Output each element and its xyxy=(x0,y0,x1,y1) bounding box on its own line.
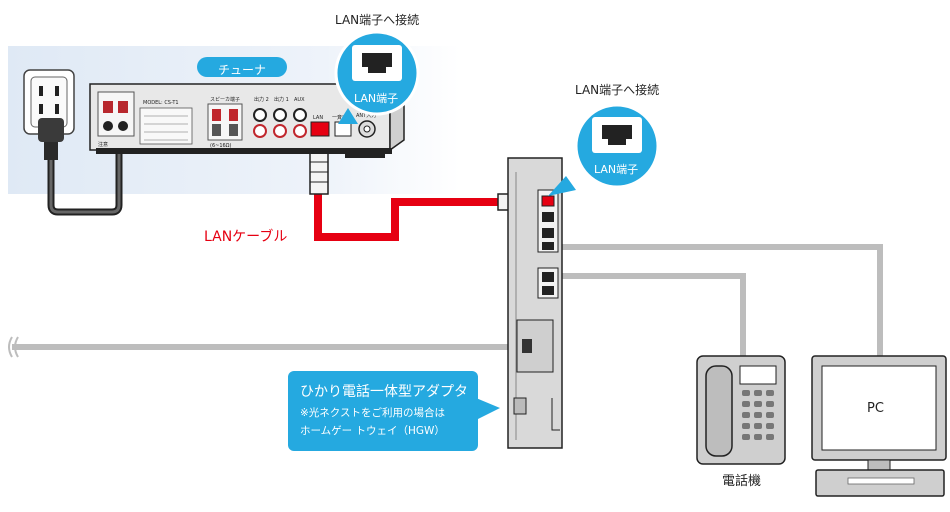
speaker-terminal-label: スピーカ端子 xyxy=(210,96,240,103)
adapter-note-1: ※光ネクストをご利用の場合は xyxy=(300,407,445,419)
model-label: MODEL: CS-T1 xyxy=(143,100,179,106)
lan-port-label-tuner: LAN端子 xyxy=(354,92,399,105)
power-outlet-icon xyxy=(23,69,75,135)
ant-label: ANT入力 xyxy=(356,112,376,119)
aux-label: AUX xyxy=(294,97,305,103)
phone-label: 電話機 xyxy=(722,474,762,489)
adapter-title: ひかり電話一体型アダプタ xyxy=(300,384,468,400)
tuner-label: チューナ xyxy=(217,63,266,77)
tuner-device xyxy=(89,82,405,158)
lan-connect-label-right: LAN端子へ接続 xyxy=(575,83,660,97)
out1-label: 出力 1 xyxy=(274,96,289,103)
hikari-adapter-device xyxy=(507,157,563,449)
pc-monitor-icon xyxy=(811,355,947,497)
pc-label: PC xyxy=(867,401,884,416)
tuner-tag: チューナ xyxy=(197,57,287,77)
lan-port-label-adapter: LAN端子 xyxy=(594,163,639,176)
phone-pc-lines xyxy=(12,244,883,356)
lan-connector-tuner xyxy=(309,149,329,195)
caution-label: 注意 xyxy=(98,141,108,148)
lan-port-icon xyxy=(362,53,392,73)
lan-cable-label: LANケーブル xyxy=(204,229,288,245)
lan-connect-label-top: LAN端子へ接続 xyxy=(335,13,420,27)
one-out-label: 一斉出力 xyxy=(332,114,352,121)
lan-cable xyxy=(314,192,500,241)
adapter-callout-pointer xyxy=(476,398,500,420)
line-break-mark xyxy=(8,336,19,358)
ohm-label: (6~16Ω) xyxy=(210,143,232,149)
tuner-panel-labels: スピーカ端子 出力 2 出力 1 AUX LAN 一斉出力 ANT入力 (6~1… xyxy=(98,96,376,149)
lan-port-label: LAN xyxy=(313,115,323,121)
power-plug-icon xyxy=(38,118,128,216)
lan-port-badge-tuner xyxy=(334,30,420,124)
out2-label: 出力 2 xyxy=(254,96,269,103)
lan-port-icon xyxy=(602,125,632,145)
adapter-note-2: ホームゲー トウェイ（HGW） xyxy=(300,425,445,437)
lan-port-badge-adapter xyxy=(548,103,660,196)
adapter-callout: ひかり電話一体型アダプタ ※光ネクストをご利用の場合は ホームゲー トウェイ（H… xyxy=(288,371,478,451)
telephone-icon xyxy=(696,355,786,465)
